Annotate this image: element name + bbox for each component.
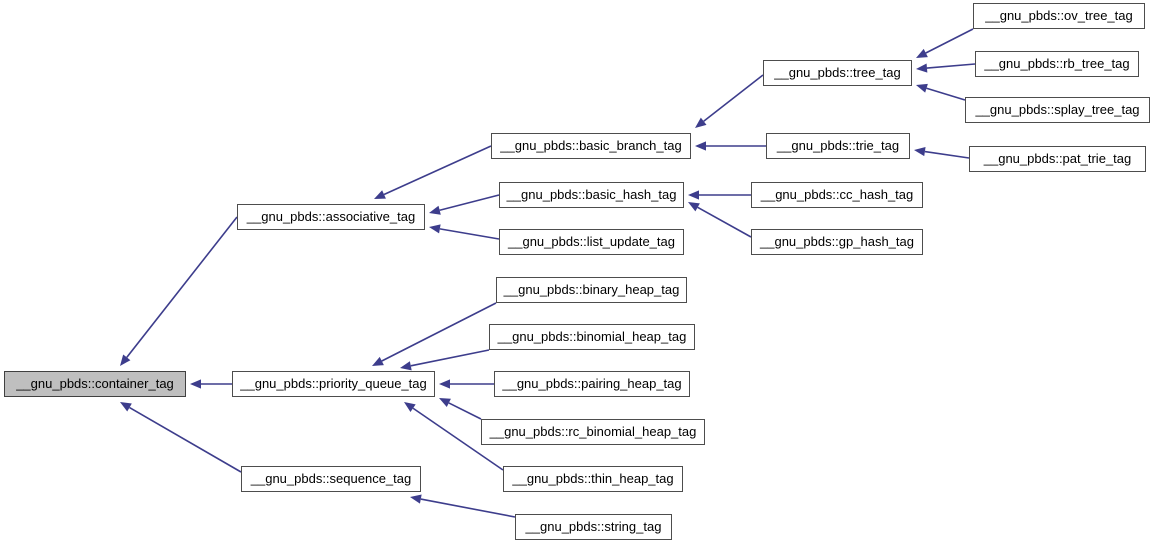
node-label: __gnu_pbds::rc_binomial_heap_tag: [489, 424, 697, 439]
node-label: __gnu_pbds::basic_branch_tag: [500, 138, 682, 153]
node-rb_tree_tag[interactable]: __gnu_pbds::rb_tree_tag: [975, 51, 1139, 77]
edge-priority_queue_tag-to-container_tag: [190, 379, 232, 389]
node-tree_tag[interactable]: __gnu_pbds::tree_tag: [763, 60, 912, 86]
node-gp_hash_tag[interactable]: __gnu_pbds::gp_hash_tag: [751, 229, 923, 255]
node-label: __gnu_pbds::thin_heap_tag: [512, 471, 674, 486]
edge-associative_tag-to-container_tag: [120, 216, 238, 366]
edge-tree_tag-to-basic_branch_tag: [695, 74, 764, 128]
node-label: __gnu_pbds::rb_tree_tag: [984, 56, 1130, 71]
edge-rb_tree_tag-to-tree_tag: [916, 63, 976, 73]
node-label: __gnu_pbds::gp_hash_tag: [760, 234, 914, 249]
node-associative_tag[interactable]: __gnu_pbds::associative_tag: [237, 204, 425, 230]
node-label: __gnu_pbds::cc_hash_tag: [760, 187, 914, 202]
node-sequence_tag[interactable]: __gnu_pbds::sequence_tag: [241, 466, 421, 492]
edge-splay_tree_tag-to-tree_tag: [916, 83, 966, 101]
edge-pat_trie_tag-to-trie_tag: [914, 147, 970, 159]
node-label: __gnu_pbds::container_tag: [16, 376, 174, 391]
node-label: __gnu_pbds::ov_tree_tag: [985, 8, 1133, 23]
node-rc_binomial_heap_tag[interactable]: __gnu_pbds::rc_binomial_heap_tag: [481, 419, 705, 445]
node-pat_trie_tag[interactable]: __gnu_pbds::pat_trie_tag: [969, 146, 1146, 172]
edge-basic_branch_tag-to-associative_tag: [374, 145, 492, 199]
node-label: __gnu_pbds::splay_tree_tag: [975, 102, 1140, 117]
edge-trie_tag-to-basic_branch_tag: [695, 141, 766, 151]
edge-sequence_tag-to-container_tag: [120, 402, 242, 473]
node-binary_heap_tag[interactable]: __gnu_pbds::binary_heap_tag: [496, 277, 687, 303]
node-label: __gnu_pbds::binary_heap_tag: [503, 282, 680, 297]
node-label: __gnu_pbds::tree_tag: [774, 65, 901, 80]
node-pairing_heap_tag[interactable]: __gnu_pbds::pairing_heap_tag: [494, 371, 690, 397]
node-label: __gnu_pbds::pat_trie_tag: [983, 151, 1132, 166]
node-label: __gnu_pbds::pairing_heap_tag: [502, 376, 682, 391]
node-ov_tree_tag[interactable]: __gnu_pbds::ov_tree_tag: [973, 3, 1145, 29]
node-label: __gnu_pbds::associative_tag: [246, 209, 416, 224]
node-label: __gnu_pbds::trie_tag: [776, 138, 900, 153]
node-trie_tag[interactable]: __gnu_pbds::trie_tag: [766, 133, 910, 159]
node-binomial_heap_tag[interactable]: __gnu_pbds::binomial_heap_tag: [489, 324, 695, 350]
node-list_update_tag[interactable]: __gnu_pbds::list_update_tag: [499, 229, 684, 255]
node-splay_tree_tag[interactable]: __gnu_pbds::splay_tree_tag: [965, 97, 1150, 123]
node-container_tag[interactable]: __gnu_pbds::container_tag: [4, 371, 186, 397]
node-basic_hash_tag[interactable]: __gnu_pbds::basic_hash_tag: [499, 182, 684, 208]
edge-list_update_tag-to-associative_tag: [429, 224, 500, 240]
node-cc_hash_tag[interactable]: __gnu_pbds::cc_hash_tag: [751, 182, 923, 208]
node-label: __gnu_pbds::basic_hash_tag: [506, 187, 677, 202]
edge-string_tag-to-sequence_tag: [410, 494, 516, 518]
edge-basic_hash_tag-to-associative_tag: [429, 194, 500, 215]
edge-cc_hash_tag-to-basic_hash_tag: [688, 190, 751, 200]
edge-binomial_heap_tag-to-priority_queue_tag: [400, 349, 490, 371]
node-label: __gnu_pbds::string_tag: [525, 519, 662, 534]
node-label: __gnu_pbds::sequence_tag: [250, 471, 412, 486]
node-label: __gnu_pbds::list_update_tag: [508, 234, 675, 249]
edge-ov_tree_tag-to-tree_tag: [916, 28, 974, 58]
node-string_tag[interactable]: __gnu_pbds::string_tag: [515, 514, 672, 540]
node-priority_queue_tag[interactable]: __gnu_pbds::priority_queue_tag: [232, 371, 435, 397]
edge-binary_heap_tag-to-priority_queue_tag: [372, 302, 497, 366]
node-label: __gnu_pbds::binomial_heap_tag: [497, 329, 687, 344]
edge-pairing_heap_tag-to-priority_queue_tag: [439, 379, 494, 389]
node-thin_heap_tag[interactable]: __gnu_pbds::thin_heap_tag: [503, 466, 683, 492]
edge-rc_binomial_heap_tag-to-priority_queue_tag: [439, 398, 482, 420]
edge-gp_hash_tag-to-basic_hash_tag: [688, 202, 752, 238]
node-label: __gnu_pbds::priority_queue_tag: [240, 376, 427, 391]
node-basic_branch_tag[interactable]: __gnu_pbds::basic_branch_tag: [491, 133, 691, 159]
